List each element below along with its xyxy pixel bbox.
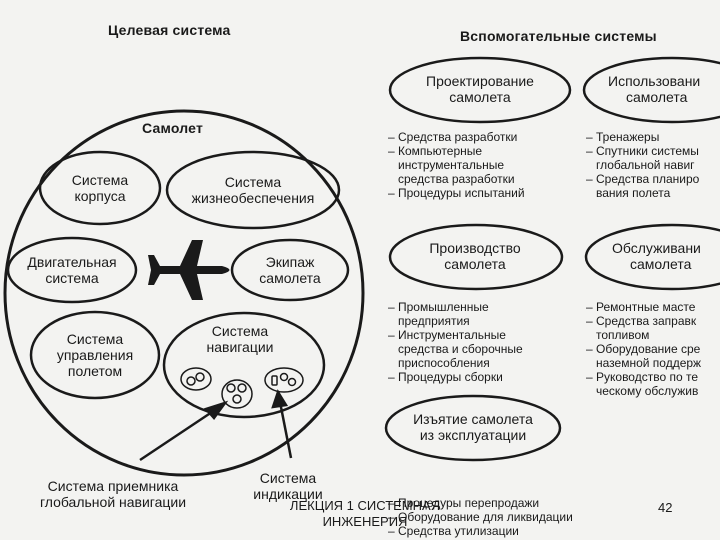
- crew-label: Экипаж самолета: [259, 254, 321, 286]
- production-support-ellipse: [388, 223, 564, 291]
- list-item: – Средства разработки: [388, 130, 518, 144]
- hull-system-ellipse: [38, 150, 162, 226]
- engine-system-label: Двигательная система: [27, 254, 117, 286]
- design-support-ellipse: [388, 56, 572, 124]
- design-support-label: Проектирование самолета: [426, 73, 534, 105]
- flight-control-label: Система управления полетом: [56, 331, 134, 379]
- list-item: – Руководство по те: [586, 370, 699, 384]
- list-item: глобальной навиг: [596, 158, 695, 172]
- aircraft-title: Самолет: [142, 120, 204, 136]
- list-item: средства разработки: [398, 172, 515, 186]
- life-support-label: Система жизнеобеспечения: [191, 174, 315, 206]
- list-item: – Процедуры испытаний: [388, 186, 525, 200]
- hull-system-label: Система корпуса: [71, 172, 129, 204]
- decommission-support-label: Изъятие самолета из эксплуатации: [413, 411, 533, 443]
- list-item: инструментальные: [398, 158, 504, 172]
- list-item: – Инструментальные: [388, 328, 506, 342]
- list-item: – Оборудование сре: [586, 342, 701, 356]
- list-item: вания полета: [596, 186, 671, 200]
- decommission-support-ellipse: [384, 394, 562, 462]
- life-support-ellipse: [165, 150, 341, 230]
- nav-component-cluster-3: [264, 367, 304, 393]
- page-number: 42: [658, 500, 673, 515]
- usage-support-ellipse: [582, 56, 720, 124]
- usage-support-list: – Тренажеры – Спутники системы глобально…: [586, 130, 720, 200]
- list-item: – Процедуры сборки: [388, 370, 503, 384]
- list-item: – Тренажеры: [586, 130, 660, 144]
- gnss-receiver-arrow: [139, 400, 229, 462]
- nav-component-cluster-2: [221, 379, 253, 409]
- navigation-label: Система навигации: [206, 323, 274, 355]
- airplane-icon: [148, 240, 230, 300]
- list-item: – Процедуры перепродажи: [388, 496, 540, 510]
- list-item: наземной поддерж: [596, 356, 702, 370]
- list-item: – Спутники системы: [586, 144, 699, 158]
- list-item: – Промышленные: [388, 300, 489, 314]
- engine-system-ellipse: [6, 236, 138, 304]
- list-item: – Средства заправк: [586, 314, 697, 328]
- indication-system-label: Система индикации: [253, 470, 323, 502]
- list-item: ческому обслужив: [596, 384, 699, 398]
- decommission-support-list: – Процедуры перепродажи – Оборудование д…: [388, 496, 573, 538]
- maintenance-support-ellipse: [584, 223, 720, 291]
- maintenance-support-label: Обслуживани самолета: [612, 240, 701, 272]
- list-item: средства и сборочные: [398, 342, 523, 356]
- navigation-ellipse: [162, 311, 326, 419]
- list-item: – Компьютерные: [388, 144, 483, 158]
- nav-component-cluster-1: [180, 367, 212, 391]
- list-item: предприятия: [398, 314, 470, 328]
- lecture-footer: ЛЕКЦИЯ 1 СИСТЕМНАЯ ИНЖЕНЕРИЯ: [289, 498, 441, 529]
- list-item: – Средства планиро: [586, 172, 700, 186]
- design-support-list: – Средства разработки – Компьютерные инс…: [388, 130, 525, 200]
- support-systems-header: Вспомогательные системы: [460, 28, 657, 44]
- crew-ellipse: [230, 238, 350, 302]
- production-support-label: Производство самолета: [429, 240, 521, 272]
- usage-support-label: Использовани самолета: [608, 73, 701, 105]
- list-item: – Оборудование для ликвидации: [388, 510, 573, 524]
- list-item: – Средства утилизации: [388, 524, 519, 538]
- production-support-list: – Промышленные предприятия – Инструмента…: [388, 300, 523, 384]
- list-item: – Ремонтные масте: [586, 300, 696, 314]
- target-system-header: Целевая система: [108, 22, 231, 38]
- maintenance-support-list: – Ремонтные масте – Средства заправк топ…: [586, 300, 720, 398]
- gnss-receiver-label: Система приемника глобальной навигации: [39, 478, 187, 510]
- aircraft-boundary-circle: [3, 109, 365, 477]
- indication-arrow: [271, 389, 293, 459]
- list-item: приспособления: [398, 356, 490, 370]
- flight-control-ellipse: [29, 310, 161, 400]
- list-item: топливом: [596, 328, 650, 342]
